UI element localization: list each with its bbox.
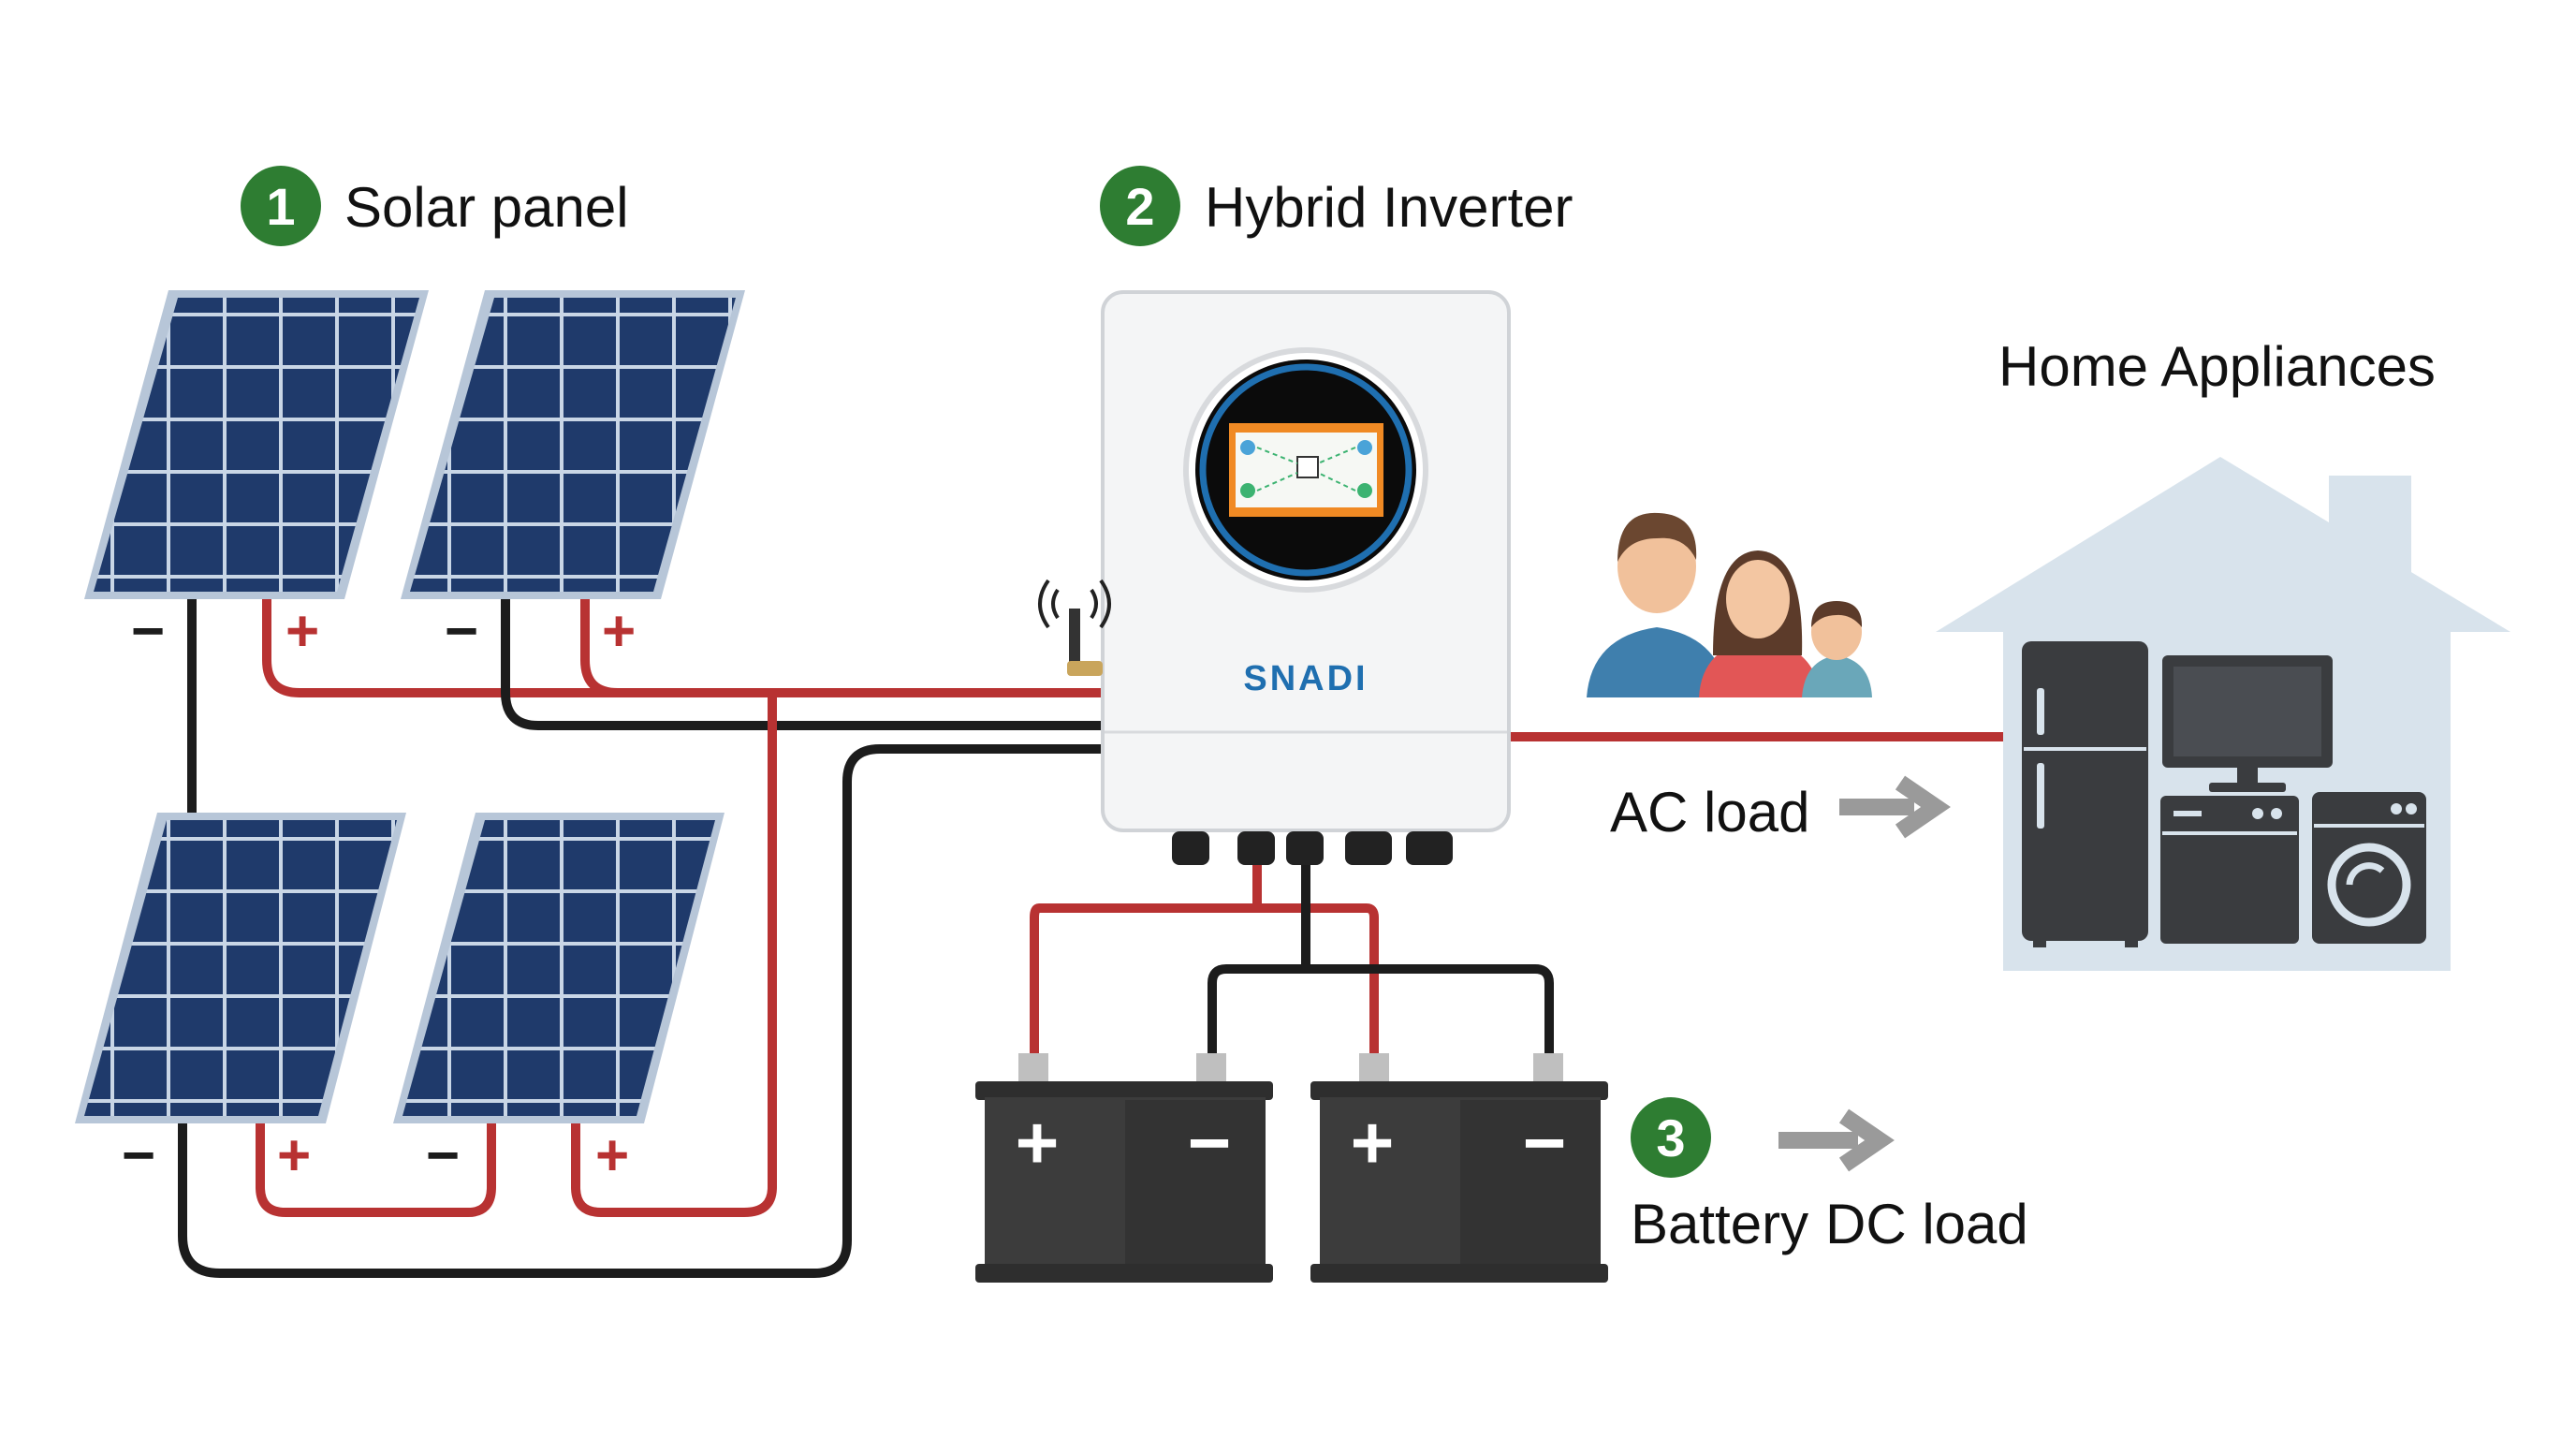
badge-2-number: 2 xyxy=(1125,177,1154,236)
hybrid-inverter-label: Hybrid Inverter xyxy=(1205,176,1573,239)
badge-1-icon xyxy=(241,166,321,246)
solar-panel-top-right xyxy=(401,290,745,599)
solar-panel-bottom-left xyxy=(75,813,406,1123)
battery-right-pos-sign: + xyxy=(1351,1101,1395,1184)
family-people-icon xyxy=(1587,512,1872,697)
panel-tr-neg-sign: − xyxy=(445,599,478,664)
right-arrow-icon xyxy=(1839,775,1951,839)
battery-bank: + − + − xyxy=(975,1053,1608,1283)
wiring xyxy=(178,594,2008,1278)
battery-left-neg-sign: − xyxy=(1188,1101,1232,1184)
battery-heading: 3 Battery DC load xyxy=(1631,1097,2028,1255)
refrigerator-icon xyxy=(2022,641,2148,947)
dc-load-label: DC load xyxy=(1825,1193,2028,1255)
battery-left: + − xyxy=(975,1053,1273,1283)
panel-br-pos-sign: + xyxy=(595,1123,629,1188)
wire-pos-panel-tl xyxy=(262,594,1109,697)
panel-bl-neg-sign: − xyxy=(122,1123,155,1188)
wire-neg-panel-bl xyxy=(178,744,1109,1278)
wire-pos-panel-bl xyxy=(256,1119,496,1217)
wire-battery-neg xyxy=(1208,838,1554,1058)
battery-right-neg-sign: − xyxy=(1523,1101,1567,1184)
battery-left-pos-sign: + xyxy=(1016,1101,1060,1184)
badge-2-icon xyxy=(1100,166,1180,246)
badge-3-icon xyxy=(1631,1097,1711,1178)
panel-tl-pos-sign: + xyxy=(285,599,319,664)
wire-pos-panel-tr xyxy=(580,594,622,697)
home-appliances-label: Home Appliances xyxy=(1998,335,2436,398)
panel-tl-neg-sign: − xyxy=(131,599,165,664)
inverter-cable-glands xyxy=(1172,831,1453,865)
wire-battery-pos xyxy=(1030,838,1379,1058)
panel-tr-pos-sign: + xyxy=(602,599,636,664)
solar-panel-heading: 1 Solar panel xyxy=(241,166,629,246)
solar-panel-label: Solar panel xyxy=(344,176,629,239)
solar-panel-bottom-right xyxy=(393,813,724,1123)
solar-panel-top-left xyxy=(84,290,429,599)
battery-right: + − xyxy=(1310,1053,1608,1283)
wire-neg-panel-tr xyxy=(501,594,1109,730)
home-appliances-group xyxy=(2022,641,2426,947)
panel-bl-pos-sign: + xyxy=(277,1123,311,1188)
panel-br-neg-sign: − xyxy=(426,1123,460,1188)
badge-1-number: 1 xyxy=(266,177,295,236)
ac-load-label: AC load xyxy=(1610,781,1809,844)
wifi-antenna-icon xyxy=(1038,579,1111,676)
solar-panel-array: − + − + − + − + xyxy=(75,290,745,1188)
battery-label: Battery xyxy=(1631,1193,1808,1255)
inverter-brand: SNADI xyxy=(1243,659,1368,698)
badge-3-number: 3 xyxy=(1656,1108,1685,1167)
wire-pos-panel-br xyxy=(571,688,777,1217)
inverter-heading: 2 Hybrid Inverter xyxy=(1100,166,1573,246)
stove-oven-icon xyxy=(2160,796,2299,944)
television-icon xyxy=(2162,655,2333,792)
washing-machine-icon xyxy=(2312,792,2426,944)
hybrid-inverter: SNADI xyxy=(1038,290,1511,865)
right-arrow-icon xyxy=(1778,1108,1895,1172)
